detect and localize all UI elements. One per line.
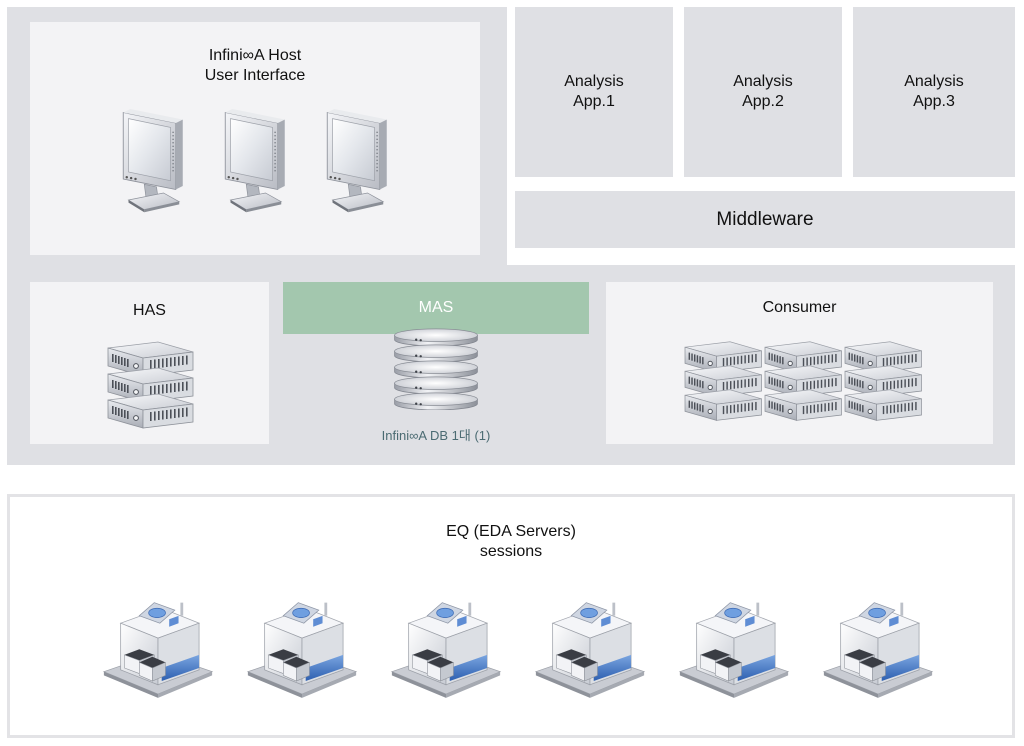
server-icon [844, 389, 922, 421]
server-icon [107, 393, 194, 429]
analysis-app-3-name: App.3 [913, 93, 955, 110]
equipment-icon [103, 602, 213, 698]
monitor-icon [326, 108, 388, 213]
analysis-app-3-label: Analysis [904, 73, 964, 90]
equipment-icon [823, 602, 933, 698]
host-ui-title-line2: User Interface [204, 67, 306, 84]
db-caption: Infini∞A DB 1대 (1) [381, 428, 491, 443]
database-disk [394, 392, 478, 410]
eq-panel: EQ (EDA Servers) sessions [7, 494, 1015, 738]
mas-bar: MAS [283, 282, 589, 334]
analysis-app-2-label: Analysis [733, 73, 793, 90]
host-ui-panel: Infini∞A Host User Interface [30, 22, 480, 255]
consumer-label: Consumer [762, 299, 837, 316]
server-icon [684, 389, 762, 421]
analysis-app-2-name: App.2 [742, 93, 784, 110]
server-icon [764, 389, 842, 421]
has-label: HAS [133, 302, 166, 319]
equipment-icon [391, 602, 501, 698]
host-ui-title-line1: Infini∞A Host [208, 47, 302, 64]
eq-title-line2: sessions [479, 543, 543, 560]
eq-title-line1: EQ (EDA Servers) [446, 523, 576, 540]
analysis-app-1-name: App.1 [573, 93, 615, 110]
consumer-panel: Consumer [606, 282, 993, 444]
equipment-icon [247, 602, 357, 698]
has-panel: HAS [30, 282, 269, 444]
equipment-icon [535, 602, 645, 698]
monitor-icon [224, 108, 286, 213]
monitor-icon [122, 108, 184, 213]
mas-label: MAS [418, 299, 454, 316]
middleware-bar: Middleware [515, 191, 1015, 248]
middleware-label: Middleware [716, 208, 814, 230]
analysis-app-1-label: Analysis [564, 73, 624, 90]
equipment-icon [679, 602, 789, 698]
